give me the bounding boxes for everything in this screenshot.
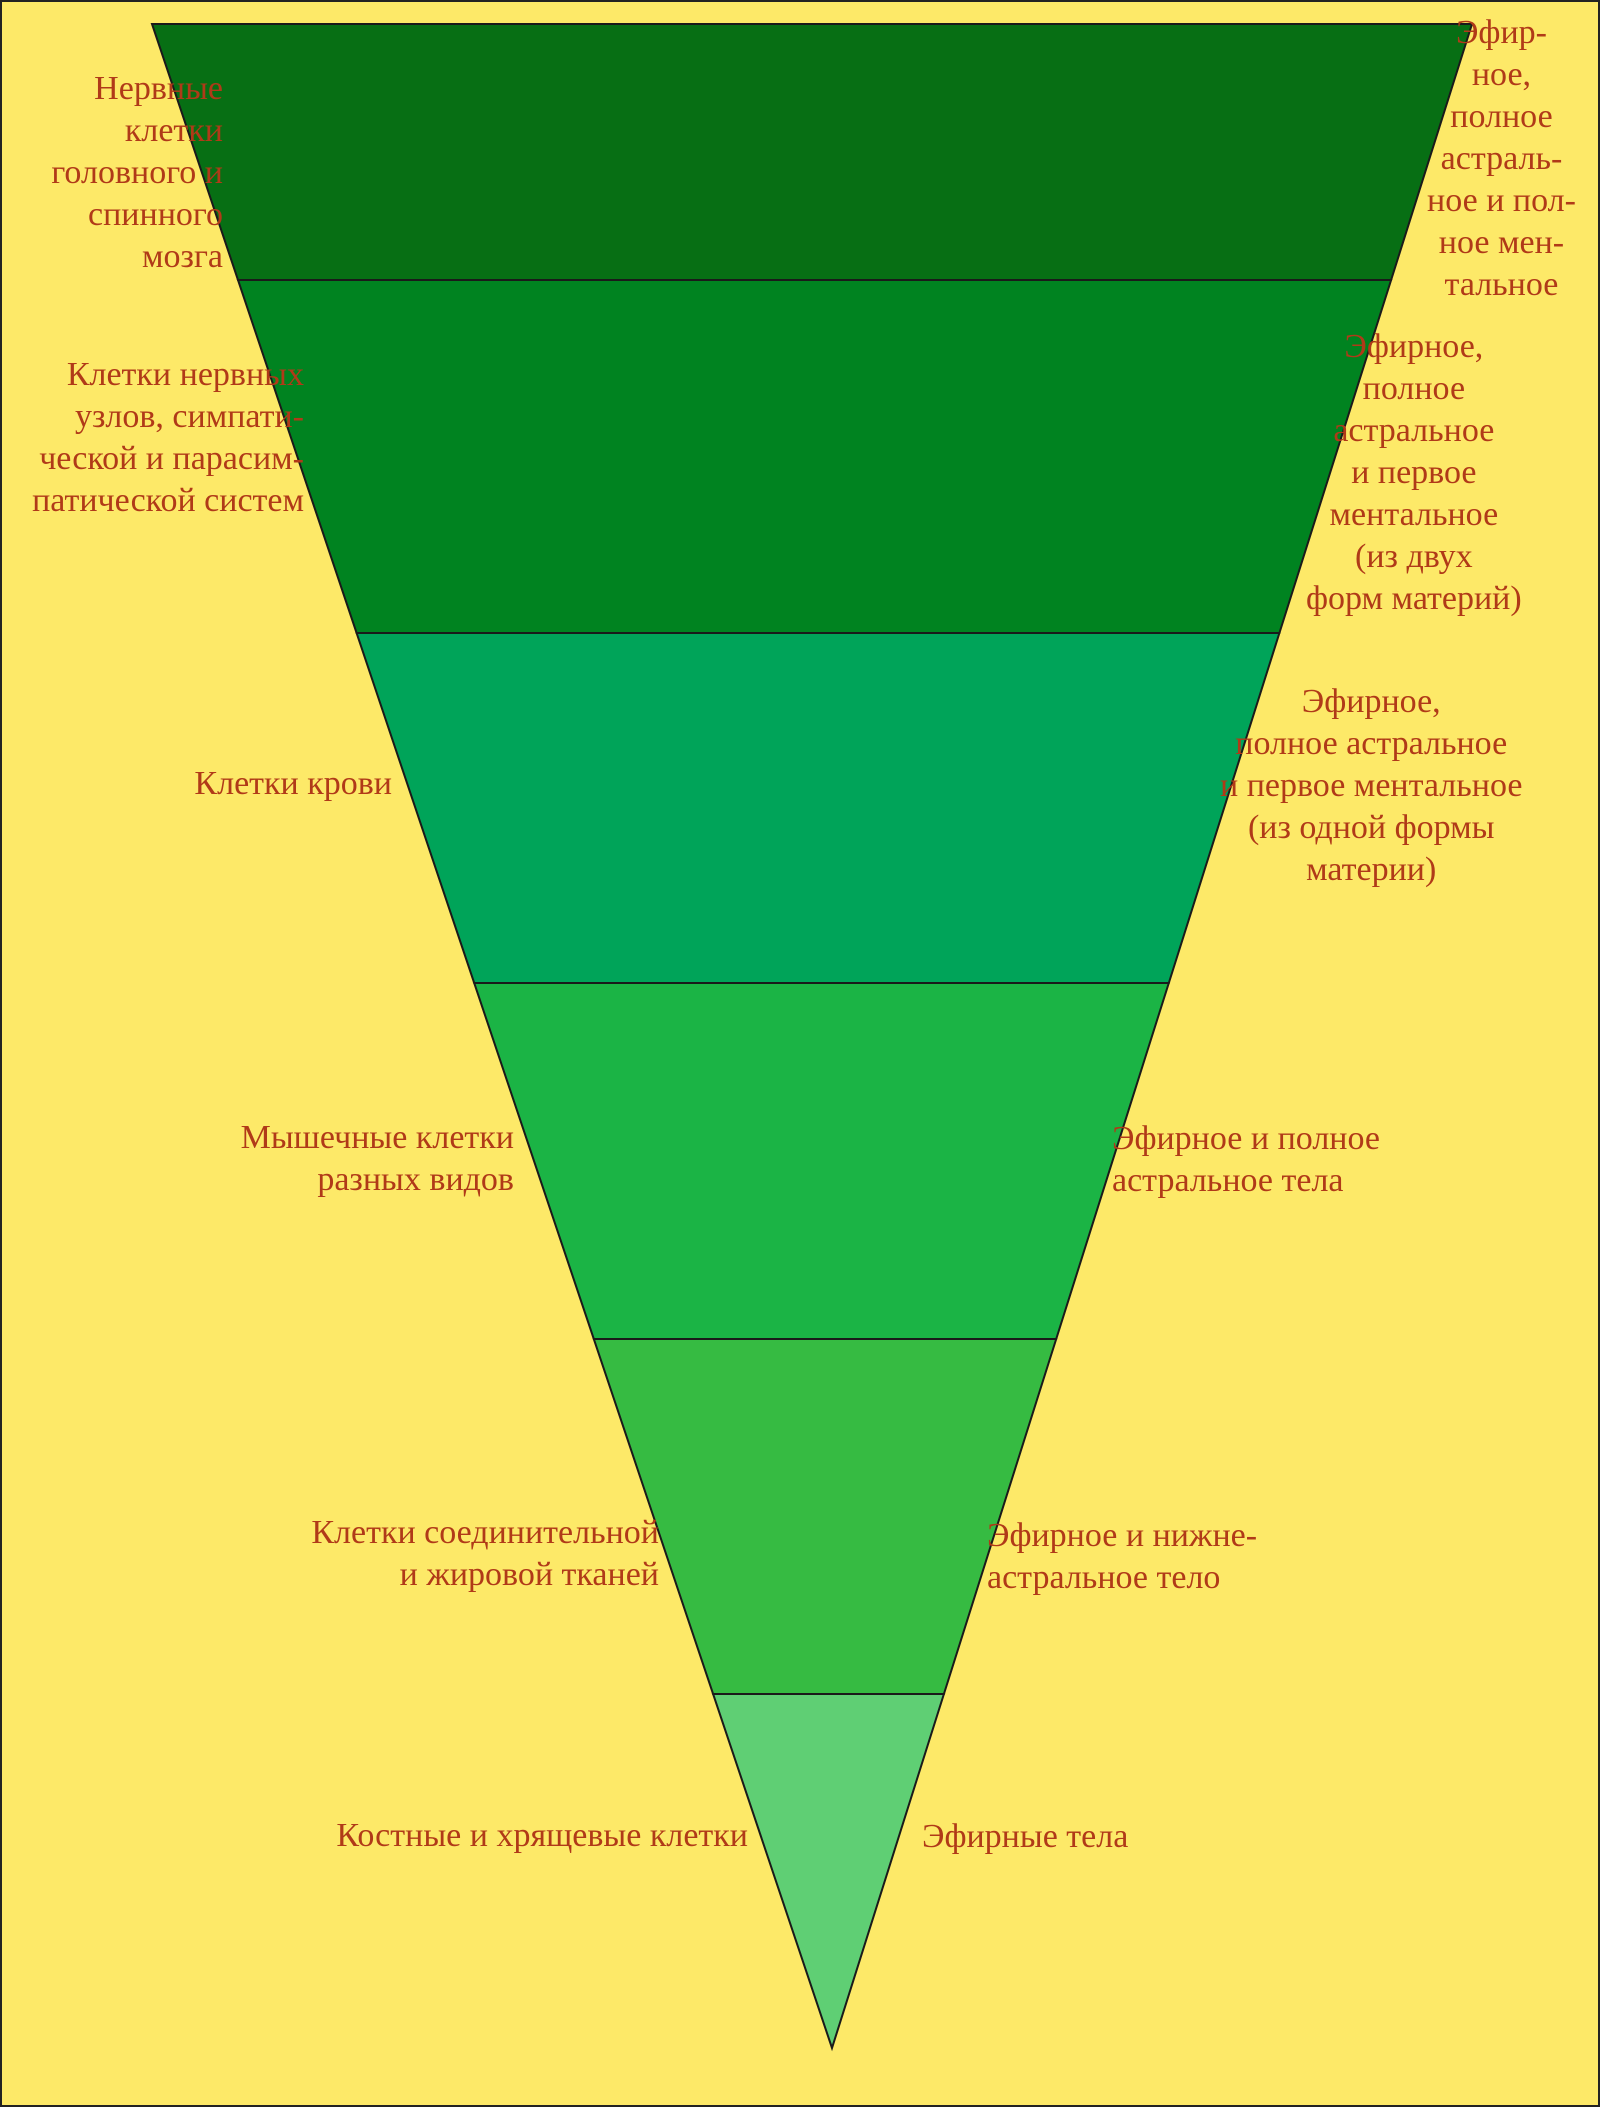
level-3-left-label: Клетки крови xyxy=(194,765,392,802)
level-4-right-label: Эфирное и полное астральное тела xyxy=(1112,1120,1380,1199)
pyramid-band-4 xyxy=(472,982,1171,1340)
level-1-left-label: Нервные клетки головного и спинного мозг… xyxy=(51,70,223,275)
level-5-right-label: Эфирное и нижне- астральное тело xyxy=(987,1517,1258,1596)
level-2-left-label: Клетки нервных узлов, симпати- ческой и … xyxy=(32,356,304,519)
pyramid-band-1 xyxy=(150,23,1474,281)
level-6-right-label: Эфирные тела xyxy=(922,1818,1129,1855)
level-1-right-label: Эфир- ное, полное астраль- ное и пол- но… xyxy=(1427,14,1576,303)
level-6-left-label: Костные и хрящевые клетки xyxy=(336,1817,748,1854)
level-2-right-label: Эфирное, полное астральное и первое мент… xyxy=(1306,328,1522,617)
level-3-right-label: Эфирное, полное астральное и первое мент… xyxy=(1220,683,1523,888)
pyramid-band-3 xyxy=(355,632,1281,984)
pyramid-band-6 xyxy=(711,1693,946,2052)
pyramid-band-2 xyxy=(236,279,1393,634)
level-4-left-label: Мышечные клетки разных видов xyxy=(240,1119,514,1198)
level-5-left-label: Клетки соединительной и жировой тканей xyxy=(311,1514,659,1593)
